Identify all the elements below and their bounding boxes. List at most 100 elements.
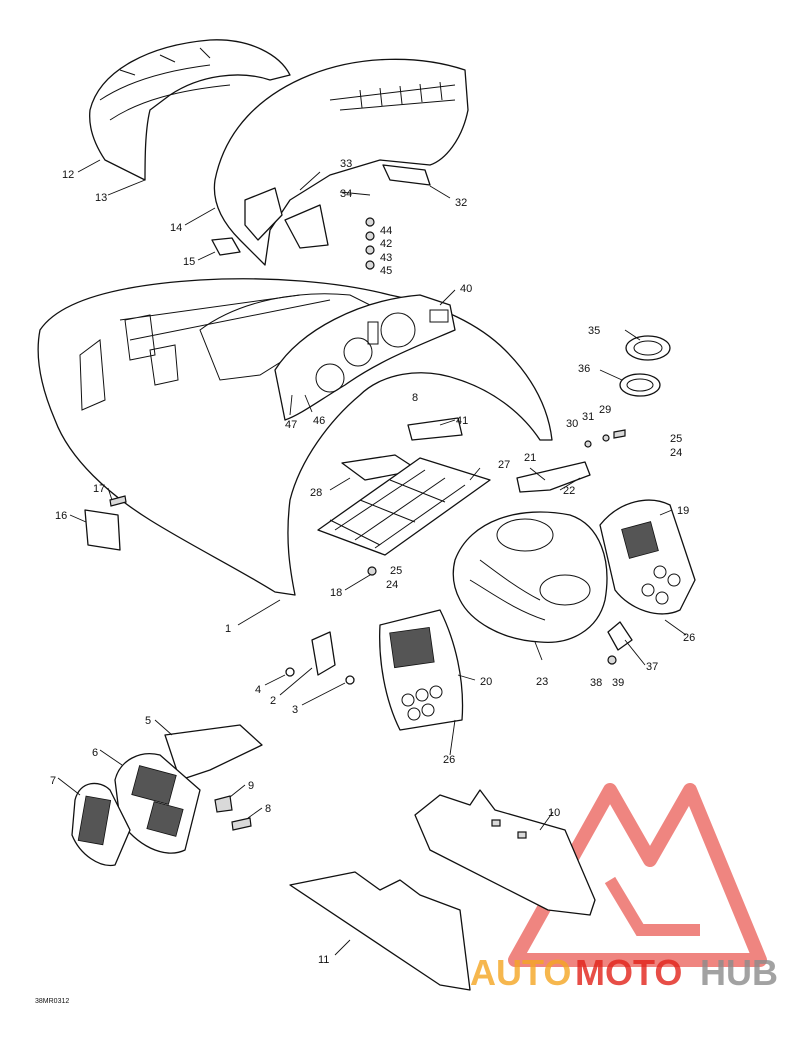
callout-10: 10 [548, 807, 560, 819]
callout-34: 34 [340, 188, 352, 200]
leader-lines [57, 159, 687, 956]
callout-32: 32 [455, 197, 467, 209]
part-11-panel [289, 871, 471, 991]
callout-39: 39 [612, 677, 624, 689]
watermark-auto: AUTO [470, 952, 571, 993]
callout-45: 45 [380, 265, 392, 277]
watermark-moto: MOTO [575, 952, 682, 993]
callout-37: 37 [646, 661, 658, 673]
callout-8b: 8 [412, 392, 418, 404]
callout-5: 5 [145, 715, 151, 727]
part-44-nut [365, 217, 375, 227]
callout-16: 16 [55, 510, 67, 522]
callout-9: 9 [248, 780, 254, 792]
callout-47: 47 [285, 419, 297, 431]
callout-28: 28 [310, 487, 322, 499]
callout-7: 7 [50, 775, 56, 787]
callout-22: 22 [563, 485, 575, 497]
drawing-reference-code: 38MR0312 [35, 998, 69, 1005]
callout-24: 24 [386, 579, 398, 591]
part-41-strip [407, 417, 463, 441]
part-36-ring [619, 373, 661, 397]
gauge-ring-parts [619, 335, 671, 397]
callout-2: 2 [270, 695, 276, 707]
logo-triangle-icon [508, 783, 767, 967]
callout-43: 43 [380, 252, 392, 264]
callout-26: 26 [443, 754, 455, 766]
callout-29: 29 [599, 404, 611, 416]
part-32-bracket [382, 164, 431, 186]
watermark-text: AUTO MOTO HUB [470, 952, 778, 993]
part-instrument-panel [274, 294, 456, 421]
part-9-clip [214, 795, 233, 813]
callout-21: 21 [524, 452, 536, 464]
part-33-clip [244, 187, 283, 241]
callout-12: 12 [62, 169, 74, 181]
lower-panels [289, 789, 596, 991]
callout-17: 17 [93, 483, 105, 495]
callout-4: 4 [255, 684, 261, 696]
right-bracket-parts [516, 429, 626, 493]
part-42-washer [365, 231, 375, 241]
part-37-bracket [607, 621, 633, 665]
part-21-bracket [516, 461, 591, 493]
callout-3: 3 [292, 704, 298, 716]
part-43-washer [365, 245, 375, 255]
part-4-washer [285, 667, 295, 677]
part-35-bezel [625, 335, 671, 361]
callout-38: 38 [590, 677, 602, 689]
part-45-screw [365, 260, 375, 270]
part-29-screw [613, 429, 626, 439]
callout-24b: 24 [670, 447, 682, 459]
part-15-grommet [211, 237, 241, 256]
part-34-deflector [284, 204, 329, 249]
watermark-hub: HUB [700, 952, 778, 993]
callout-13: 13 [95, 192, 107, 204]
logo-inner-mark-icon [604, 876, 700, 936]
callout-11: 11 [318, 954, 329, 966]
callout-15: 15 [183, 256, 195, 268]
part-3-washer [345, 675, 355, 685]
callout-30: 30 [566, 418, 578, 430]
part-2-latch [311, 631, 336, 676]
callout-31: 31 [582, 411, 594, 423]
callout-6: 6 [92, 747, 98, 759]
callout-25b: 25 [670, 433, 682, 445]
callout-42: 42 [380, 238, 392, 250]
latch-parts [285, 631, 355, 685]
part-8-screw [231, 817, 252, 831]
callout-8: 8 [265, 803, 271, 815]
callout-23: 23 [536, 676, 548, 688]
callout-labels: 1 2 3 4 5 6 7 8 8 9 10 11 12 13 14 15 16… [50, 158, 695, 966]
callout-20: 20 [480, 676, 492, 688]
callout-41: 41 [456, 415, 468, 427]
callout-35: 35 [588, 325, 600, 337]
callout-27: 27 [498, 459, 510, 471]
part-18-fastener [367, 566, 377, 576]
callout-33: 33 [340, 158, 352, 170]
part-dashboard-body [452, 511, 608, 644]
callout-14: 14 [170, 222, 182, 234]
watermark-logo [508, 783, 767, 967]
part-side-panel-left [379, 609, 464, 731]
callout-19: 19 [677, 505, 689, 517]
callout-44: 44 [380, 225, 392, 237]
callout-36: 36 [578, 363, 590, 375]
callout-25: 25 [390, 565, 402, 577]
part-16-plate [84, 495, 127, 551]
part-10-panel [414, 789, 596, 916]
part-rear-cover [89, 39, 291, 181]
part-30-washer [584, 440, 592, 448]
part-31-nut [602, 434, 610, 442]
callout-18: 18 [330, 587, 342, 599]
callout-26b: 26 [683, 632, 695, 644]
small-upper-parts [211, 164, 431, 270]
part-side-panel-right [599, 499, 696, 615]
callout-46: 46 [313, 415, 325, 427]
callout-1: 1 [225, 623, 231, 635]
vent-parts [71, 724, 263, 867]
tray-parts [317, 417, 491, 576]
callout-40: 40 [460, 283, 472, 295]
